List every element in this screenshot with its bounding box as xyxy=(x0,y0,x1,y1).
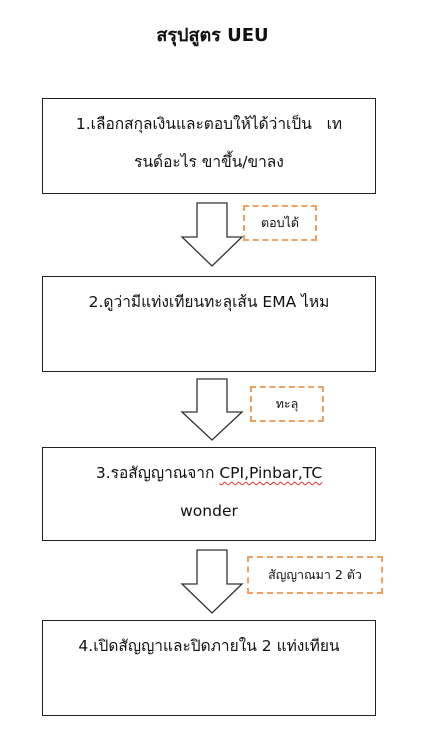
down-arrow-3 xyxy=(180,549,244,614)
step-4-box: 4.เปิดสัญญาและปิดภายใน 2 แท่งเทียน xyxy=(42,620,376,716)
step-1-box: 1.เลือกสกุลเงินและตอบให้ได้ว่าเป็น เท รน… xyxy=(42,98,376,194)
step-3-box: 3.รอสัญญาณจาก CPI,Pinbar,TC wonder xyxy=(42,447,376,541)
step-3-prefix: 3.รอสัญญาณจาก xyxy=(95,464,220,482)
step-3-signals: CPI,Pinbar,TC xyxy=(219,464,323,482)
step-4-line-1: 4.เปิดสัญญาและปิดภายใน 2 แท่งเทียน xyxy=(78,637,340,655)
note-2: ทะลุ xyxy=(250,386,324,422)
down-arrow-2 xyxy=(180,378,244,441)
step-1-line-1: 1.เลือกสกุลเงินและตอบให้ได้ว่าเป็น เท xyxy=(75,115,343,133)
step-3-line-2: wonder xyxy=(180,502,238,520)
note-1: ตอบได้ xyxy=(243,205,317,241)
step-2-line-1: 2.ดูว่ามีแท่งเทียนทะลุเส้น EMA ไหม xyxy=(88,293,330,311)
page-title: สรุปสูตร UEU xyxy=(156,25,269,46)
note-3: สัญญาณมา 2 ตัว xyxy=(247,556,383,594)
down-arrow-1 xyxy=(180,202,244,267)
step-1-line-2: รนด์อะไร ขาขึ้น/ขาลง xyxy=(134,153,284,171)
step-2-box: 2.ดูว่ามีแท่งเทียนทะลุเส้น EMA ไหม xyxy=(42,276,376,372)
step-3-line-1: 3.รอสัญญาณจาก CPI,Pinbar,TC xyxy=(51,454,367,492)
